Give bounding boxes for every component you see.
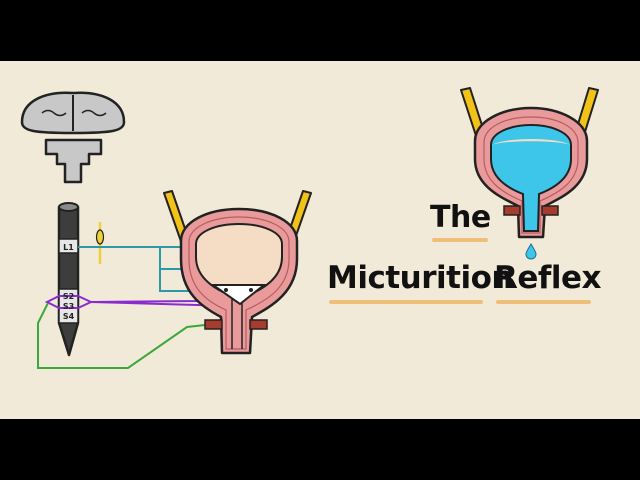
spine-label-s3: S3 xyxy=(63,302,74,311)
full-bladder-icon xyxy=(460,87,599,239)
spinal-cord-icon xyxy=(57,202,80,357)
spine-label-s4: S4 xyxy=(63,312,75,321)
diagram-svg: L1 S2 S3 S4 xyxy=(20,87,599,369)
title-reflex: Reflex xyxy=(494,260,602,296)
ganglion-icon xyxy=(95,222,105,264)
illustration-canvas: L1 S2 S3 S4 The Micturition Reflex xyxy=(0,61,640,419)
title-underline-reflex xyxy=(496,300,591,304)
spine-label-s2: S2 xyxy=(63,292,74,301)
brainstem-icon xyxy=(44,138,103,184)
bladder-icon xyxy=(163,190,312,355)
title-underline-the xyxy=(432,238,488,242)
spine-label-l1: L1 xyxy=(63,243,74,252)
title-the: The xyxy=(430,200,491,235)
title-underline-micturition xyxy=(329,300,483,304)
brain-icon xyxy=(20,91,126,135)
urine-drop-icon xyxy=(525,243,537,260)
somatic-nerve xyxy=(37,302,215,369)
title-micturition: Micturition xyxy=(327,260,513,296)
